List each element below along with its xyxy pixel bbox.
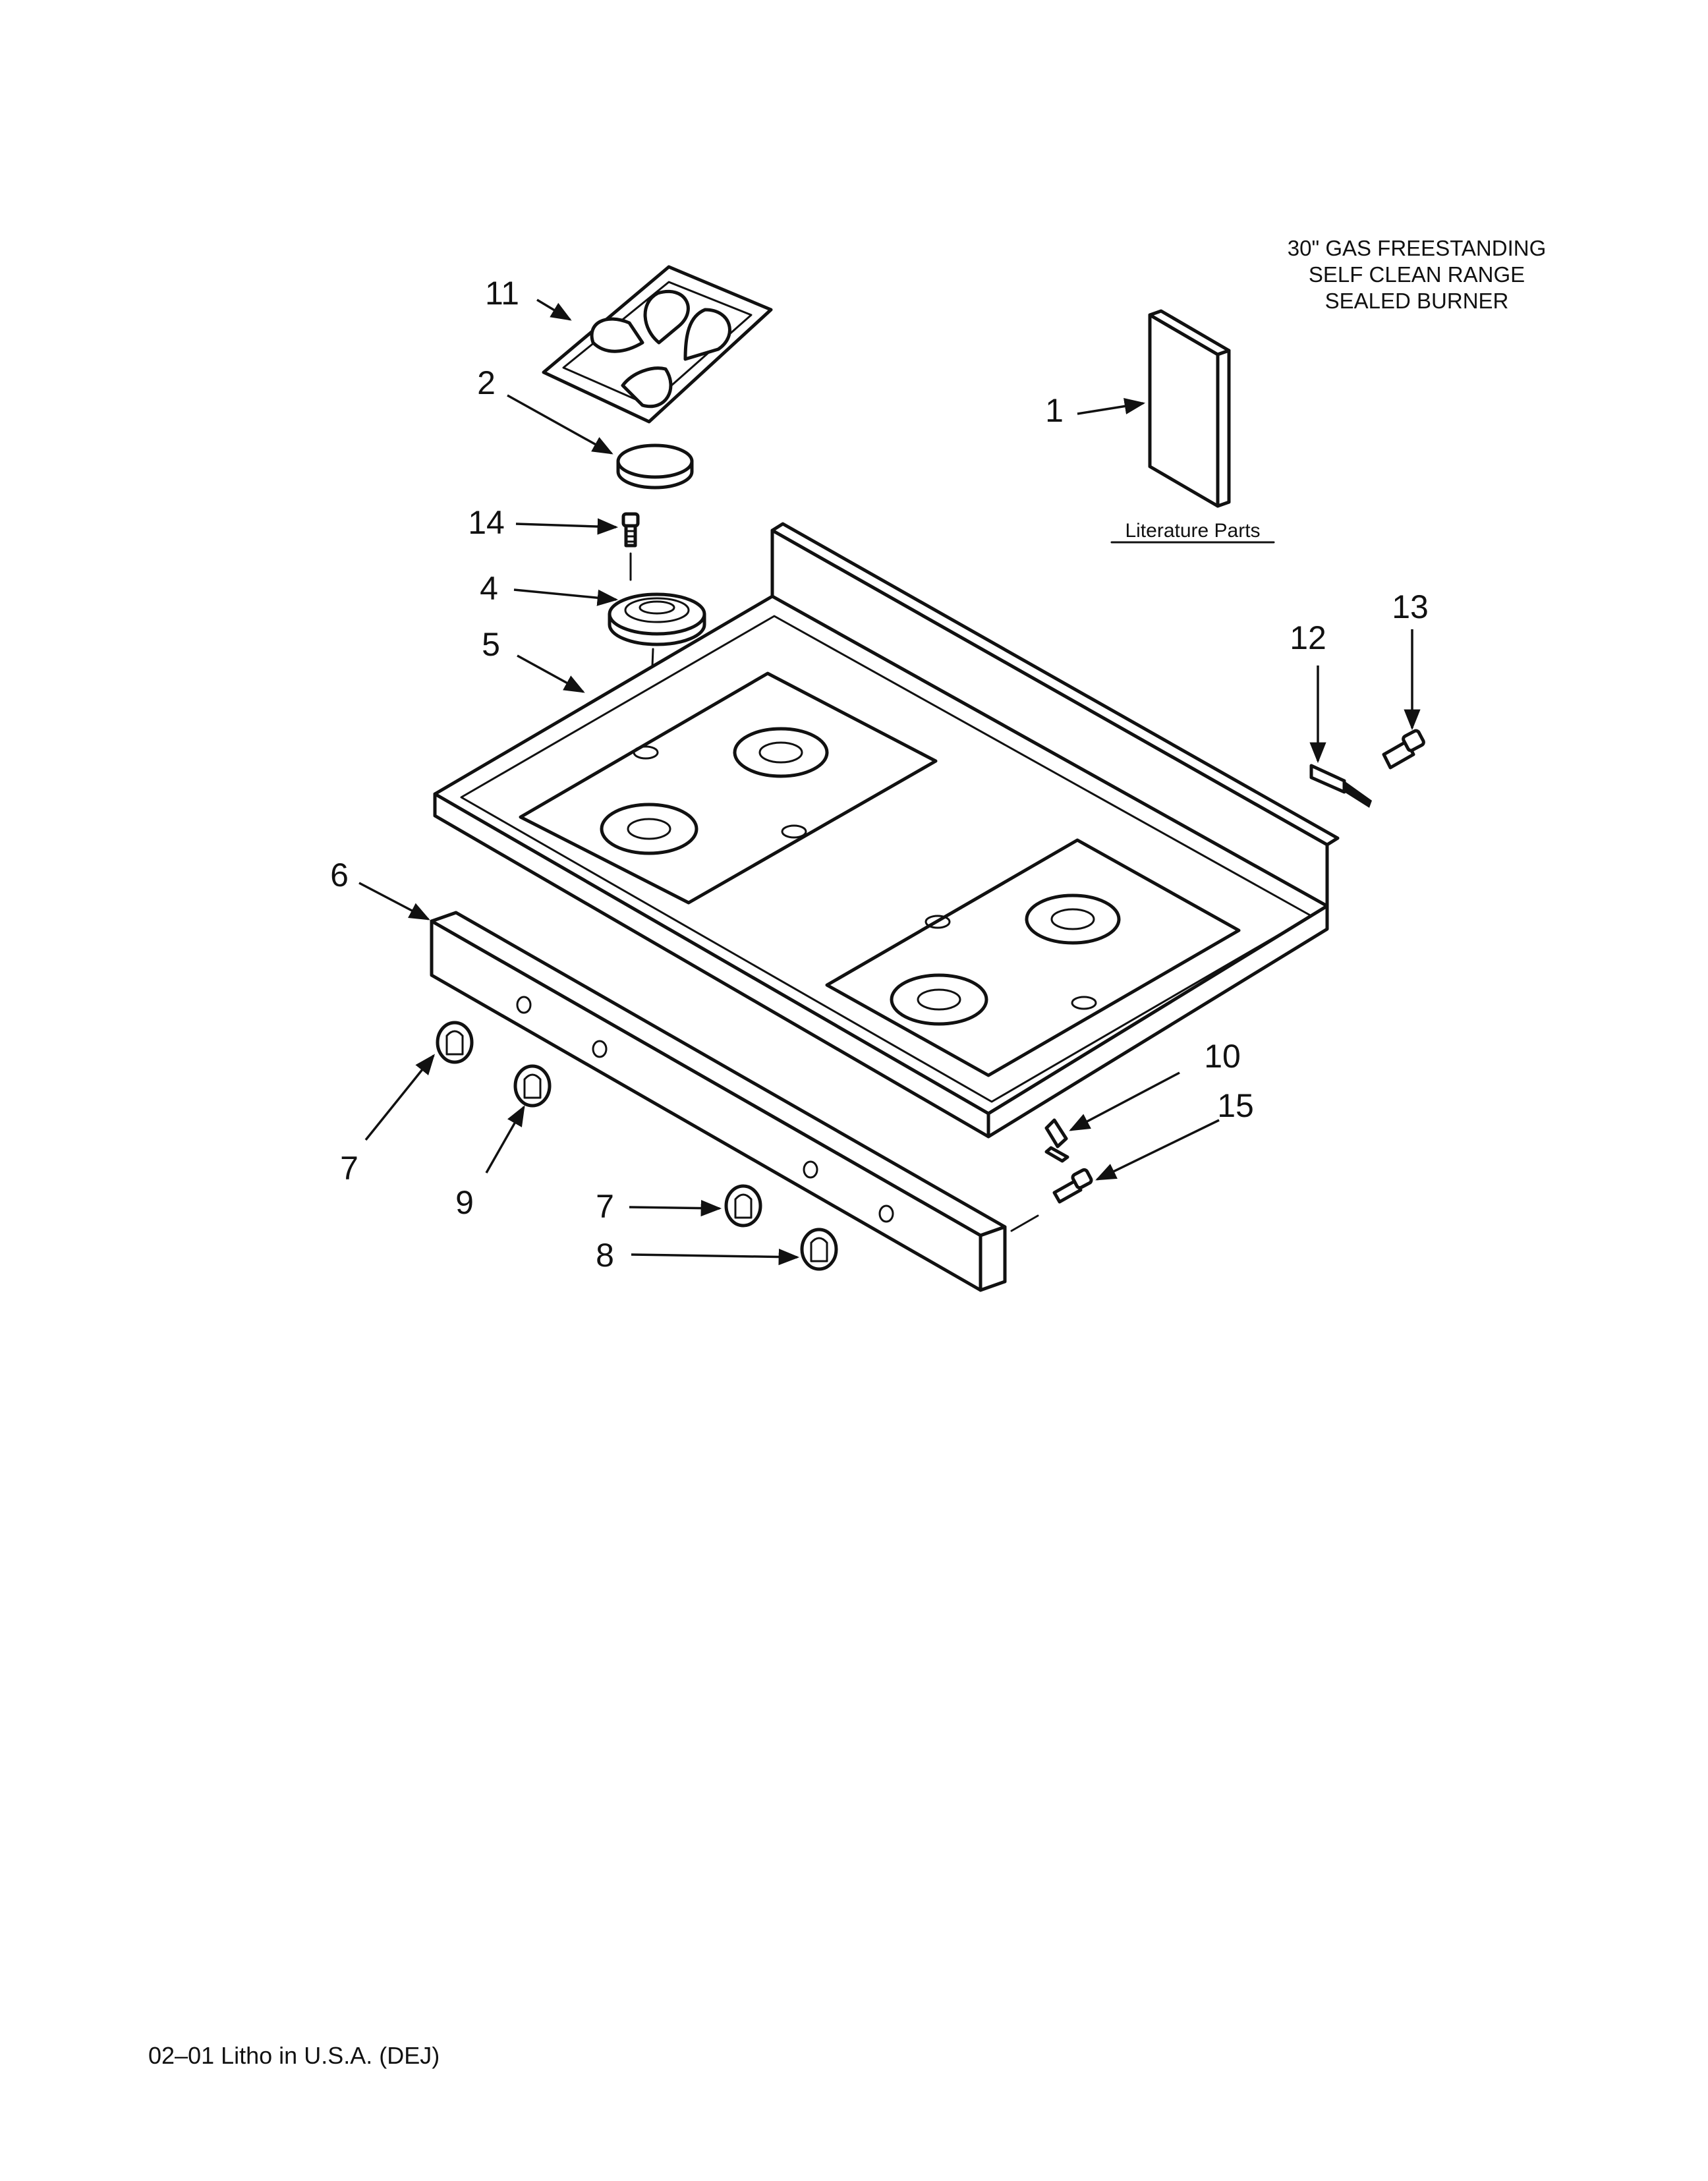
- leader-14: [515, 518, 619, 535]
- callout-9: 9: [455, 1184, 474, 1221]
- heading-line-1: 30" GAS FREESTANDING: [1288, 236, 1547, 260]
- callout-2: 2: [477, 364, 496, 401]
- bracket-screw: [1382, 729, 1425, 770]
- panel-clip: [1044, 1118, 1069, 1163]
- leader-15: [1095, 1119, 1220, 1181]
- leader-7-right: [629, 1199, 722, 1217]
- leader-4: [513, 588, 619, 606]
- callout-7-right: 7: [596, 1188, 614, 1225]
- callout-5: 5: [482, 626, 500, 663]
- leader-7-left: [364, 1054, 435, 1141]
- leader-2: [507, 394, 613, 455]
- control-knob-7-right: [724, 1184, 762, 1228]
- leader-10: [1069, 1071, 1180, 1131]
- callout-14: 14: [468, 504, 505, 541]
- callout-8: 8: [596, 1237, 614, 1274]
- control-knob-8: [800, 1228, 838, 1271]
- callout-12: 12: [1290, 619, 1326, 656]
- cooktop-bracket: [1309, 764, 1372, 808]
- literature-booklet: [1148, 309, 1231, 508]
- burner-grate: [542, 265, 773, 424]
- leader-9: [485, 1105, 525, 1174]
- control-panel: [430, 911, 1007, 1292]
- literature-parts-label: Literature Parts: [1125, 520, 1260, 542]
- burner-screw: [621, 512, 640, 581]
- leader-8: [631, 1248, 800, 1266]
- leader-1: [1077, 398, 1146, 415]
- callout-11: 11: [485, 275, 519, 312]
- diagram-heading: 30" GAS FREESTANDING SELF CLEAN RANGE SE…: [1288, 236, 1547, 313]
- callout-4: 4: [480, 570, 498, 607]
- callout-1: 1: [1045, 392, 1064, 429]
- callout-6: 6: [330, 857, 349, 893]
- leader-5: [517, 654, 585, 693]
- control-knob-7-left: [436, 1021, 474, 1064]
- callout-13: 13: [1392, 588, 1429, 625]
- print-footer: 02–01 Litho in U.S.A. (DEJ): [148, 2042, 440, 2069]
- callout-numbers: 1 11 2 14 4 5 6 7 9 7 8 10 15 12 13: [330, 275, 1429, 1274]
- heading-line-3: SEALED BURNER: [1325, 289, 1509, 313]
- clip-screw: [1052, 1168, 1093, 1204]
- callout-10: 10: [1204, 1038, 1241, 1075]
- heading-line-2: SELF CLEAN RANGE: [1309, 262, 1525, 287]
- burner-cap: [616, 443, 694, 490]
- cooktop: [433, 522, 1340, 1139]
- leader-arrows: [358, 298, 1421, 1266]
- callout-15: 15: [1217, 1087, 1254, 1124]
- callout-7-left: 7: [340, 1150, 358, 1187]
- panel-screw-leader: [1010, 1214, 1039, 1232]
- leader-11: [536, 298, 572, 321]
- leader-6: [358, 882, 430, 921]
- control-knob-9: [513, 1064, 552, 1108]
